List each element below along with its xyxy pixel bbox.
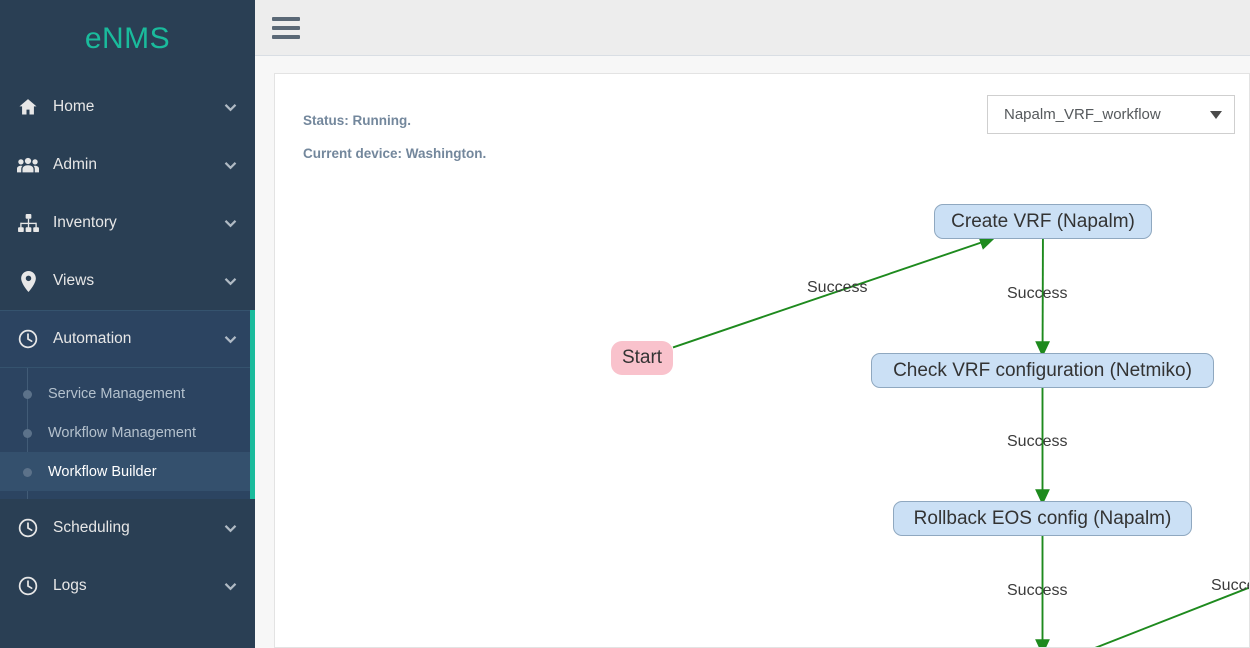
sidebar-item-automation-label: Automation — [53, 330, 132, 347]
hamburger-menu-icon[interactable] — [270, 15, 300, 41]
workflow-edge-label: Success — [1211, 577, 1249, 594]
workflow-node-label: Create VRF (Napalm) — [951, 210, 1135, 232]
app-logo[interactable]: eNMS — [84, 22, 171, 55]
sidebar-item-views[interactable]: Views — [0, 252, 255, 310]
clock-icon — [17, 328, 39, 350]
sidebar-item-home-link[interactable]: Home — [0, 78, 255, 136]
hamburger-bar — [272, 16, 300, 21]
chevron-down-icon — [223, 332, 237, 346]
sidebar-item-scheduling-link[interactable]: Scheduling — [0, 499, 255, 557]
workflow-edge-label: Success — [1007, 433, 1068, 450]
sidebar-item-workflow-builder[interactable]: Workflow Builder — [0, 452, 255, 491]
workflow-edge-label: Success — [807, 279, 868, 296]
sidebar-nav: Home Admin — [0, 78, 255, 615]
chevron-down-icon — [223, 216, 237, 230]
workflow-node-rollback[interactable]: Rollback EOS config (Napalm) — [893, 501, 1192, 536]
chevron-down-icon — [223, 158, 237, 172]
workflow-node-label: Check VRF configuration (Netmiko) — [893, 359, 1192, 381]
workflow-node-start[interactable]: Start — [611, 341, 673, 375]
sidebar-item-admin-label: Admin — [53, 156, 97, 173]
chevron-down-icon — [223, 100, 237, 114]
sidebar-item-scheduling[interactable]: Scheduling — [0, 499, 255, 557]
status-text: Status: Running. — [303, 113, 411, 128]
sidebar-item-inventory-link[interactable]: Inventory — [0, 194, 255, 252]
workflow-edge-label: Success — [1007, 582, 1068, 599]
chevron-down-icon — [223, 521, 237, 535]
workflow-select[interactable]: Napalm_VRF_workflow — [987, 95, 1235, 134]
sidebar-item-workflow-builder-label: Workflow Builder — [48, 463, 157, 480]
sidebar-item-views-label: Views — [53, 272, 95, 289]
map-marker-icon — [17, 270, 39, 292]
chevron-down-icon — [223, 274, 237, 288]
sidebar-item-workflow-management-label: Workflow Management — [48, 424, 197, 441]
clock-icon — [17, 517, 39, 539]
sidebar-item-automation[interactable]: Automation Service Management Workflow M… — [0, 310, 255, 499]
sidebar-item-automation-link[interactable]: Automation — [0, 310, 255, 368]
workflow-node-create[interactable]: Create VRF (Napalm) — [934, 204, 1152, 239]
sidebar-item-admin[interactable]: Admin — [0, 136, 255, 194]
workflow-node-label: Rollback EOS config (Napalm) — [913, 507, 1172, 529]
clock-icon — [17, 575, 39, 597]
sitemap-icon — [17, 212, 39, 234]
workflow-builder-panel: Status: Running. Current device: Washing… — [274, 73, 1250, 648]
content-wrapper: Status: Running. Current device: Washing… — [255, 56, 1250, 648]
sidebar-item-home-label: Home — [53, 98, 95, 115]
sidebar-item-admin-link[interactable]: Admin — [0, 136, 255, 194]
hamburger-bar — [272, 25, 300, 30]
sidebar-item-service-management[interactable]: Service Management — [0, 374, 255, 413]
sidebar-item-logs[interactable]: Logs — [0, 557, 255, 615]
sidebar-item-inventory-label: Inventory — [53, 214, 117, 231]
workflow-node-check[interactable]: Check VRF configuration (Netmiko) — [871, 353, 1214, 388]
sidebar-item-home[interactable]: Home — [0, 78, 255, 136]
main-region: Status: Running. Current device: Washing… — [255, 0, 1250, 648]
caret-down-icon — [1210, 110, 1222, 119]
home-icon — [17, 96, 39, 118]
users-icon — [17, 154, 39, 176]
automation-submenu: Service Management Workflow Management W… — [0, 368, 255, 499]
top-navbar — [255, 0, 1250, 56]
hamburger-bar — [272, 34, 300, 39]
sidebar: eNMS Home — [0, 0, 255, 648]
workflow-graph-canvas[interactable]: Start Create VRF (Napalm) Check VRF config… — [275, 74, 1249, 647]
current-device-text: Current device: Washington. — [303, 146, 487, 161]
edge-group — [672, 235, 1250, 648]
sidebar-item-scheduling-label: Scheduling — [53, 519, 130, 536]
sidebar-item-logs-link[interactable]: Logs — [0, 557, 255, 615]
sidebar-item-service-management-label: Service Management — [48, 385, 186, 402]
workflow-node-label: Start — [621, 347, 663, 368]
status-block: Status: Running. Current device: Washing… — [303, 104, 486, 170]
chevron-down-icon — [223, 579, 237, 593]
sidebar-item-logs-label: Logs — [53, 577, 87, 594]
sidebar-item-workflow-management[interactable]: Workflow Management — [0, 413, 255, 452]
workflow-edge-deleted-end[interactable] — [1087, 520, 1250, 648]
workflow-edges — [672, 235, 1250, 648]
workflow-edge-start-create[interactable] — [672, 235, 996, 349]
workflow-select-value: Napalm_VRF_workflow — [1004, 106, 1161, 123]
sidebar-item-views-link[interactable]: Views — [0, 252, 255, 310]
workflow-edge-label: Success — [1007, 285, 1068, 302]
sidebar-item-inventory[interactable]: Inventory — [0, 194, 255, 252]
